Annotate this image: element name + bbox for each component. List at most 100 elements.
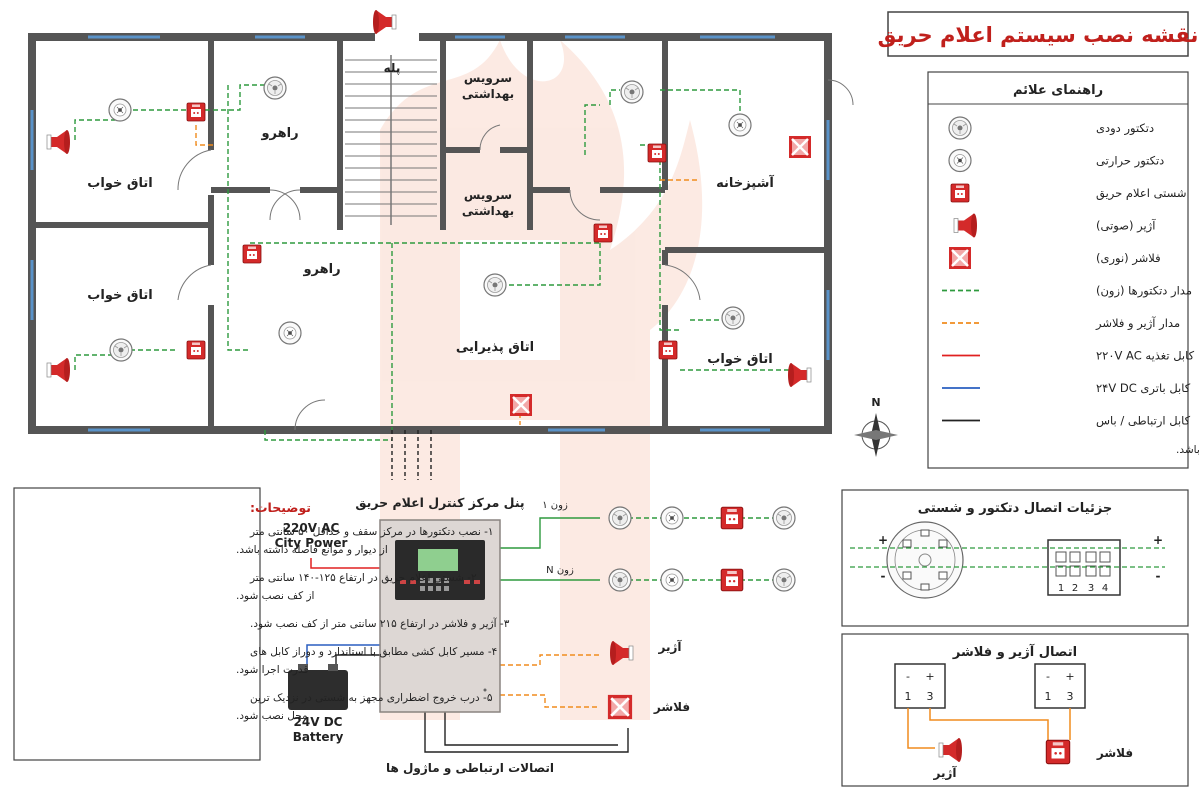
power-label-2: City Power xyxy=(275,536,348,550)
detector-minus-right: - xyxy=(1156,569,1161,583)
smoke-detector-icon xyxy=(483,273,507,297)
legend-item-label: کابل باتری ۲۴V DC xyxy=(1096,381,1191,396)
room-label-bedroom-top: اتاق خواب xyxy=(87,176,152,191)
heat-detector-icon xyxy=(108,98,132,122)
panel-title: پنل مرکز کنترل اعلام حریق xyxy=(355,495,524,511)
siren-minus: - xyxy=(906,670,910,683)
terminal-3: 3 xyxy=(1088,583,1094,594)
manual-call-point-icon xyxy=(647,143,667,163)
detector-plus-left: + xyxy=(878,533,888,547)
legend-item-label: کابل ارتباطی / باس xyxy=(1096,414,1191,429)
note-line: ۴- مسیر کابل کشی مطابق با استاندارد و دو… xyxy=(250,646,497,658)
smoke-detector-icon xyxy=(608,506,632,530)
flasher-detail-label: فلاشر xyxy=(1096,746,1133,760)
legend-title: راهنمای علائم xyxy=(1013,83,1103,98)
flasher-icon xyxy=(508,392,534,418)
smoke-detector-icon xyxy=(948,116,972,140)
room-label-bath-top-2: بهداشتی xyxy=(462,87,514,101)
smoke-detector-icon xyxy=(109,338,133,362)
siren-terminal-box xyxy=(894,663,946,709)
notes-title: توضیحات: xyxy=(250,500,311,515)
compass-label: N xyxy=(871,396,880,409)
siren-icon xyxy=(372,9,397,35)
note-line: ۵- درب خروج اضطراری مجهز به شستی در نزدی… xyxy=(250,692,493,704)
detector-plus-right: + xyxy=(1153,533,1163,547)
flasher-minus: - xyxy=(1046,670,1050,683)
legend-item-label: دتکتور دودی xyxy=(1096,121,1154,136)
legend-item-label: فلاشر (نوری) xyxy=(1096,251,1161,266)
room-label-stairs: پله xyxy=(384,61,401,75)
legend-item-label: کابل تغذیه ۲۲۰V AC xyxy=(1096,349,1195,363)
title-frame xyxy=(887,11,1189,57)
legend-list: دتکتور دودی دتکتور حرارتی شستی اعلام حریق آ… xyxy=(942,116,1195,429)
legend-footnote: کلیه ابعاد بر حسب متر می باشد. xyxy=(1176,444,1200,456)
smoke-detector-icon xyxy=(263,76,287,100)
manual-call-point-icon xyxy=(720,506,744,530)
room-label-corridor-mid: راهرو xyxy=(302,262,340,277)
terminal-1: 1 xyxy=(1058,583,1064,594)
note-line: از کف نصب شود. xyxy=(236,590,314,602)
siren-plus: + xyxy=(925,670,934,683)
manual-call-point-icon xyxy=(593,223,613,243)
control-panel xyxy=(379,519,501,713)
smoke-detector-icon xyxy=(608,568,632,592)
zone-1-label: زون ۱ xyxy=(542,500,568,511)
room-label-bedroom-mid: اتاق خواب xyxy=(87,288,152,303)
flasher-terminal-box xyxy=(1034,663,1086,709)
smoke-detector-icon xyxy=(772,568,796,592)
flasher-icon xyxy=(606,693,634,721)
heat-detector-icon xyxy=(660,506,684,530)
flasher-plus: + xyxy=(1065,670,1074,683)
siren-icon xyxy=(46,129,71,155)
manual-call-point-icon xyxy=(950,183,970,203)
legend-item-label: مدار آژیر و فلاشر xyxy=(1095,316,1180,331)
legend-item-label: دتکتور حرارتی xyxy=(1096,154,1164,169)
heat-detector-icon xyxy=(948,148,972,173)
power-label-1: 220V AC xyxy=(283,521,340,535)
page-title: نقشه نصب سیستم اعلام حریق xyxy=(878,23,1199,47)
flasher-icon xyxy=(787,134,813,160)
connections-label: اتصالات ارتباطی و ماژول ها xyxy=(386,761,554,776)
room-label-bath-top-1: سرویس xyxy=(464,71,512,86)
flasher-t1: 1 xyxy=(1045,690,1052,703)
notes-box xyxy=(13,487,261,761)
detector-base-icon xyxy=(886,521,964,599)
note-line: ۱- نصب دتکتورها در مرکز سقف و حداقل ۵۰ س… xyxy=(249,526,494,538)
detector-detail-title: جزئیات اتصال دتکتور و شستی xyxy=(918,501,1113,516)
room-label-corridor-top: راهرو xyxy=(260,126,298,141)
siren-t3: 3 xyxy=(927,690,934,703)
detector-minus-left: - xyxy=(881,569,886,583)
manual-call-point-icon xyxy=(186,340,206,360)
flasher-icon xyxy=(947,245,973,271)
legend-item-label: شستی اعلام حریق xyxy=(1096,186,1187,201)
terminal-2: 2 xyxy=(1072,583,1078,594)
note-line: قدرت اجرا شود. xyxy=(236,664,309,676)
siren-detail-box xyxy=(841,633,1189,787)
notes-list: ۱- نصب دتکتورها در مرکز سقف و حداقل ۵۰ س… xyxy=(236,526,510,722)
flasher-output-label: فلاشر xyxy=(653,700,690,714)
room-label-bedroom-right: اتاق خواب xyxy=(707,352,772,367)
room-label-bath-mid-1: سرویس xyxy=(464,188,512,203)
battery xyxy=(288,664,348,710)
note-line: محل نصب شود. xyxy=(236,710,308,722)
floor-plan xyxy=(28,32,854,434)
zone-n-label: زون N xyxy=(546,565,574,576)
note-line: ۲- شستی اعلام حریق در ارتفاع ۱۲۵-۱۴۰ سان… xyxy=(249,572,477,584)
siren-detail-label: آژیر xyxy=(933,765,958,780)
battery-label-1: 24V DC xyxy=(294,715,343,729)
room-label-bath-mid-2: بهداشتی xyxy=(462,204,514,218)
smoke-detector-icon xyxy=(620,80,644,104)
legend-box xyxy=(927,71,1189,469)
zone-wiring xyxy=(74,84,795,441)
legend-item-label: آژیر (صوتی) xyxy=(1096,219,1156,234)
battery-label-2: Battery xyxy=(293,730,344,744)
room-label-reception: اتاق پذیرایی xyxy=(456,340,534,355)
heat-detector-icon xyxy=(278,321,302,345)
terminal-4: 4 xyxy=(1102,583,1108,594)
north-compass-icon xyxy=(854,413,898,457)
legend-item-label: مدار دتکتورها (زون) xyxy=(1096,284,1192,299)
manual-call-point-icon xyxy=(1045,739,1071,765)
siren-icon xyxy=(46,357,71,383)
